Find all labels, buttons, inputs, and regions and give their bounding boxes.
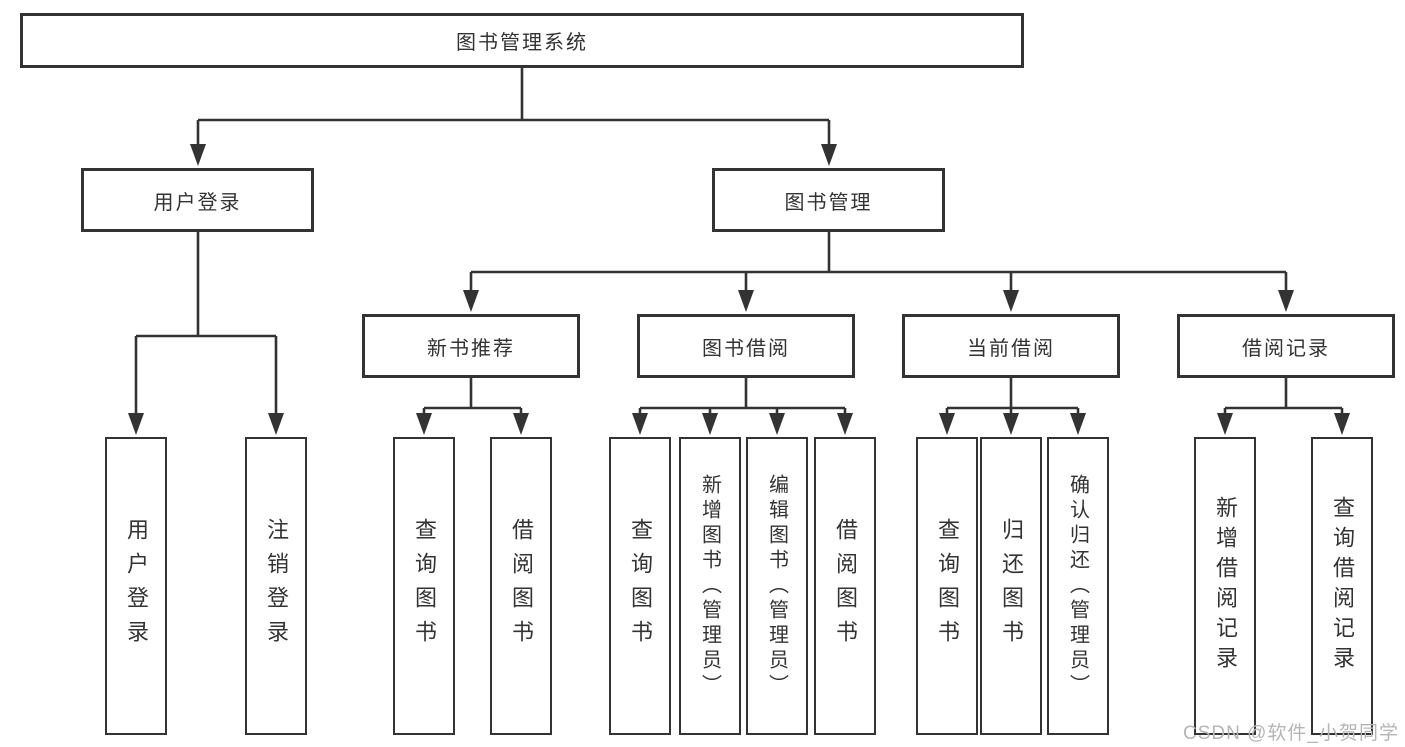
leaf-label: 查询图书 — [628, 518, 653, 654]
node-label: 图书借阅 — [702, 337, 790, 360]
leaf-confirm-return-admin: 确认归还（管理员） — [1047, 437, 1109, 735]
leaf-add-books-admin: 新增图书（管理员） — [679, 437, 741, 735]
leaf-query-books-recommend: 查询图书 — [393, 437, 455, 735]
node-user-login: 用户登录 — [81, 168, 314, 232]
node-book-management: 图书管理 — [712, 168, 945, 232]
node-label: 新书推荐 — [427, 337, 515, 360]
node-label: 图书管理系统 — [456, 32, 588, 54]
leaf-label: 用户登录 — [124, 518, 149, 654]
node-label: 用户登录 — [153, 191, 242, 214]
node-library-system-root: 图书管理系统 — [20, 13, 1024, 68]
leaf-label: 借阅图书 — [833, 518, 858, 654]
leaf-user-login: 用户登录 — [105, 437, 167, 735]
leaf-borrow-books-recommend: 借阅图书 — [490, 437, 552, 735]
leaf-query-books-current: 查询图书 — [916, 437, 978, 735]
leaf-label: 查询图书 — [935, 518, 960, 654]
node-book-borrow: 图书借阅 — [637, 314, 855, 378]
node-current-borrow: 当前借阅 — [902, 314, 1120, 378]
node-borrow-records: 借阅记录 — [1177, 314, 1395, 378]
leaf-label: 借阅图书 — [509, 518, 534, 654]
leaf-return-books: 归还图书 — [980, 437, 1042, 735]
leaf-logout: 注销登录 — [245, 437, 307, 735]
leaf-query-borrow-record: 查询借阅记录 — [1311, 437, 1373, 735]
node-label: 当前借阅 — [967, 337, 1055, 360]
leaf-query-books-borrow: 查询图书 — [609, 437, 671, 735]
node-label: 借阅记录 — [1242, 337, 1330, 360]
leaf-label: 查询借阅记录 — [1330, 496, 1355, 676]
leaf-label: 确认归还（管理员） — [1066, 473, 1089, 699]
leaf-label: 新增图书（管理员） — [698, 473, 721, 699]
leaf-label: 新增借阅记录 — [1213, 496, 1238, 676]
leaf-label: 注销登录 — [264, 518, 289, 654]
node-new-book-recommend: 新书推荐 — [362, 314, 580, 378]
leaf-borrow-books: 借阅图书 — [814, 437, 876, 735]
leaf-label: 归还图书 — [999, 518, 1024, 654]
node-label: 图书管理 — [784, 191, 873, 214]
leaf-add-borrow-record: 新增借阅记录 — [1194, 437, 1256, 735]
leaf-edit-books-admin: 编辑图书（管理员） — [746, 437, 808, 735]
leaf-label: 查询图书 — [412, 518, 437, 654]
leaf-label: 编辑图书（管理员） — [765, 473, 788, 699]
